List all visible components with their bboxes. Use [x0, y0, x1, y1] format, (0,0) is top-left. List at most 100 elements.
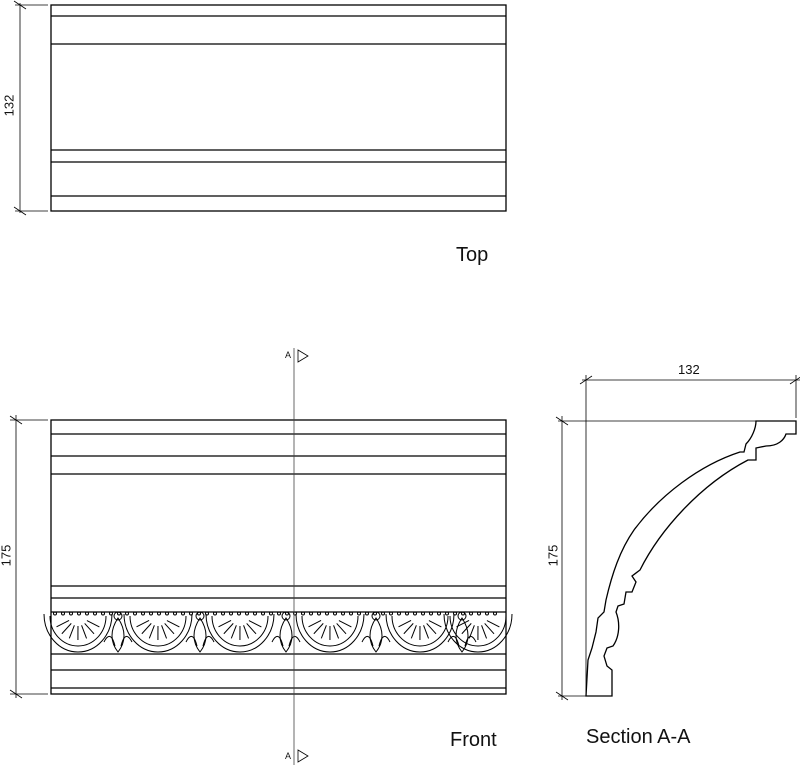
bead	[237, 611, 241, 616]
bead	[421, 611, 425, 616]
dart-leaf	[369, 617, 383, 653]
egg-rib	[313, 623, 324, 635]
dart-curl	[361, 636, 374, 647]
bead	[213, 611, 217, 616]
front-view-label: Front	[450, 729, 497, 751]
egg-rib	[481, 625, 488, 639]
egg-rib	[223, 623, 234, 635]
bead	[205, 611, 209, 616]
egg-rib	[56, 620, 70, 628]
bead	[285, 611, 289, 616]
dart-curl	[202, 636, 215, 647]
bead	[349, 611, 353, 616]
bead	[397, 611, 401, 616]
cut-marker-bottom: A	[285, 751, 292, 761]
egg-rib	[68, 625, 75, 639]
egg-shell	[385, 613, 455, 653]
egg-rib	[338, 620, 352, 628]
bead	[341, 611, 345, 616]
bead	[325, 611, 329, 616]
egg-rib	[484, 623, 495, 635]
bead	[61, 611, 65, 616]
bead	[261, 611, 265, 616]
section-height-dimension-text: 175	[545, 544, 561, 567]
bead	[477, 611, 481, 616]
dart-curl	[120, 636, 133, 647]
egg-shell	[123, 613, 193, 653]
top-view	[50, 4, 507, 212]
cut-marker-top: A	[285, 350, 292, 360]
egg-rib	[86, 620, 100, 628]
bead	[493, 611, 497, 616]
bead	[77, 611, 81, 616]
section-width-dimension	[579, 375, 800, 696]
section-view-label: Section A-A	[586, 726, 691, 748]
egg-rib	[333, 625, 340, 639]
egg-rib	[248, 620, 262, 628]
bead	[109, 611, 113, 616]
bead	[189, 611, 193, 616]
bead	[277, 611, 281, 616]
dart-leaf	[455, 617, 469, 653]
dart-curl	[185, 636, 198, 647]
egg-rib	[456, 620, 470, 628]
bead	[69, 611, 73, 616]
bead	[301, 611, 305, 616]
egg-rib	[398, 620, 412, 628]
bead	[405, 611, 409, 616]
bead	[173, 611, 177, 616]
egg-rib	[141, 623, 152, 635]
bead	[381, 611, 385, 616]
egg-rib	[166, 620, 180, 628]
egg-rib	[230, 625, 237, 639]
bead	[133, 611, 137, 616]
egg-shell	[443, 613, 513, 653]
bead	[437, 611, 441, 616]
top-view-outline	[50, 4, 507, 212]
bead	[309, 611, 313, 616]
dart-leaf	[279, 617, 293, 653]
dart-curl	[447, 636, 460, 647]
bead	[373, 611, 377, 616]
bead	[469, 611, 473, 616]
bead	[229, 611, 233, 616]
egg-rib	[426, 623, 437, 635]
bead	[389, 611, 393, 616]
egg-inner	[49, 615, 107, 647]
egg-rib	[320, 625, 327, 639]
egg-inner	[391, 615, 449, 647]
egg-rib	[84, 623, 95, 635]
section-width-dimension-text: 132	[678, 362, 700, 377]
bead	[429, 611, 433, 616]
bead	[413, 611, 417, 616]
bead	[317, 611, 321, 616]
egg-rib	[461, 623, 472, 635]
bead	[125, 611, 129, 616]
bead	[181, 611, 185, 616]
egg-rib	[218, 620, 232, 628]
front-view	[43, 419, 513, 695]
egg-and-dart-ornament	[43, 611, 513, 653]
egg-rib	[246, 623, 257, 635]
egg-rib	[403, 623, 414, 635]
dart-curl	[103, 636, 116, 647]
front-dimension-line	[9, 415, 48, 699]
egg-rib	[136, 620, 150, 628]
bead	[165, 611, 169, 616]
cut-arrow-bottom-icon	[297, 749, 309, 763]
dart-curl	[378, 636, 391, 647]
bead	[149, 611, 153, 616]
bead	[333, 611, 337, 616]
bead	[269, 611, 273, 616]
cut-arrow-top-icon	[297, 349, 309, 363]
bead	[85, 611, 89, 616]
bead	[221, 611, 225, 616]
section-height-dimension	[555, 416, 756, 701]
egg-rib	[61, 623, 72, 635]
dart-curl	[271, 636, 284, 647]
egg-rib	[164, 623, 175, 635]
bead	[253, 611, 257, 616]
crown-molding-profile	[585, 420, 797, 697]
egg-inner	[211, 615, 269, 647]
bead	[245, 611, 249, 616]
